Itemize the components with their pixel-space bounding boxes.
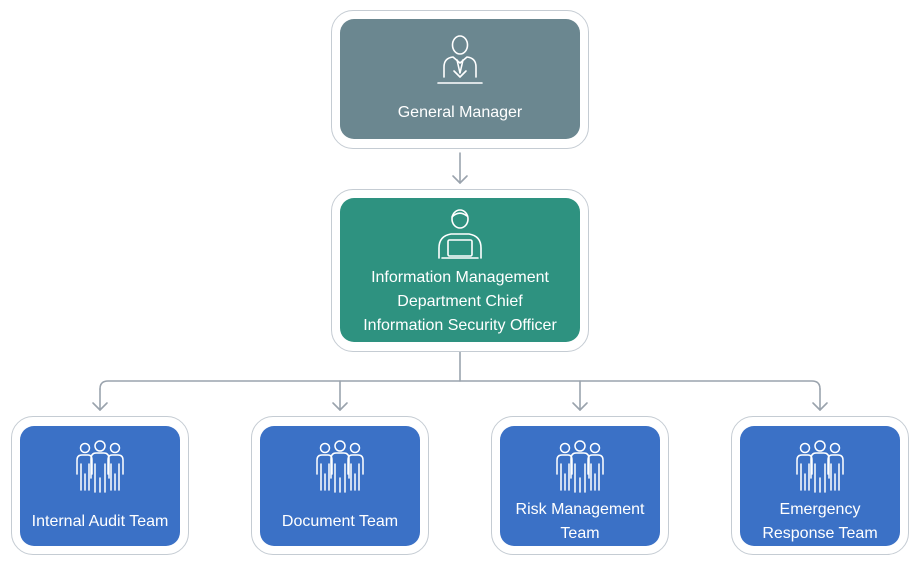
team-card-emergency-response[interactable]: Emergency Response Team (740, 426, 900, 546)
team-label: Risk Management Team (516, 498, 645, 546)
team-label-line-2: Team (560, 525, 600, 542)
chief-label-line-3: Information Security Officer (363, 317, 557, 334)
team-label: Emergency Response Team (762, 498, 877, 546)
arrowhead-team-4 (812, 402, 828, 411)
team-label-line-1: Document Team (281, 513, 399, 530)
team-card-document[interactable]: Document Team (260, 426, 420, 546)
team-label: Internal Audit Team (32, 510, 169, 534)
team-card-risk-management[interactable]: Risk Management Team (500, 426, 660, 546)
chief-label-line-1: Information Management (371, 269, 549, 286)
arrowhead-team-3 (572, 402, 588, 411)
chief-card[interactable]: Information Management Department Chief … (340, 198, 580, 342)
team-card-internal-audit[interactable]: Internal Audit Team (20, 426, 180, 546)
team-label-line-1: Risk Management (515, 501, 645, 518)
arrowhead-team-1 (92, 402, 108, 411)
team-label-line-1: Emergency (779, 501, 861, 518)
arrowhead-chief (452, 175, 468, 184)
chief-label-line-2: Department Chief (397, 293, 523, 310)
connector-horizontal-bus (99, 380, 821, 390)
group-icon (76, 440, 124, 493)
team-label: Document Team (282, 510, 398, 534)
group-icon (796, 440, 844, 493)
general-manager-label: General Manager (397, 104, 523, 121)
manager-at-desk-icon (437, 35, 483, 84)
arrowhead-team-2 (332, 402, 348, 411)
group-icon (556, 440, 604, 493)
team-label-line-2: Response Team (762, 525, 878, 542)
team-label-line-1: Internal Audit Team (31, 513, 169, 530)
general-manager-card[interactable]: General Manager (340, 19, 580, 139)
chief-label: Information Management Department Chief … (363, 266, 557, 338)
group-icon (316, 440, 364, 493)
person-with-laptop-icon (438, 209, 482, 259)
